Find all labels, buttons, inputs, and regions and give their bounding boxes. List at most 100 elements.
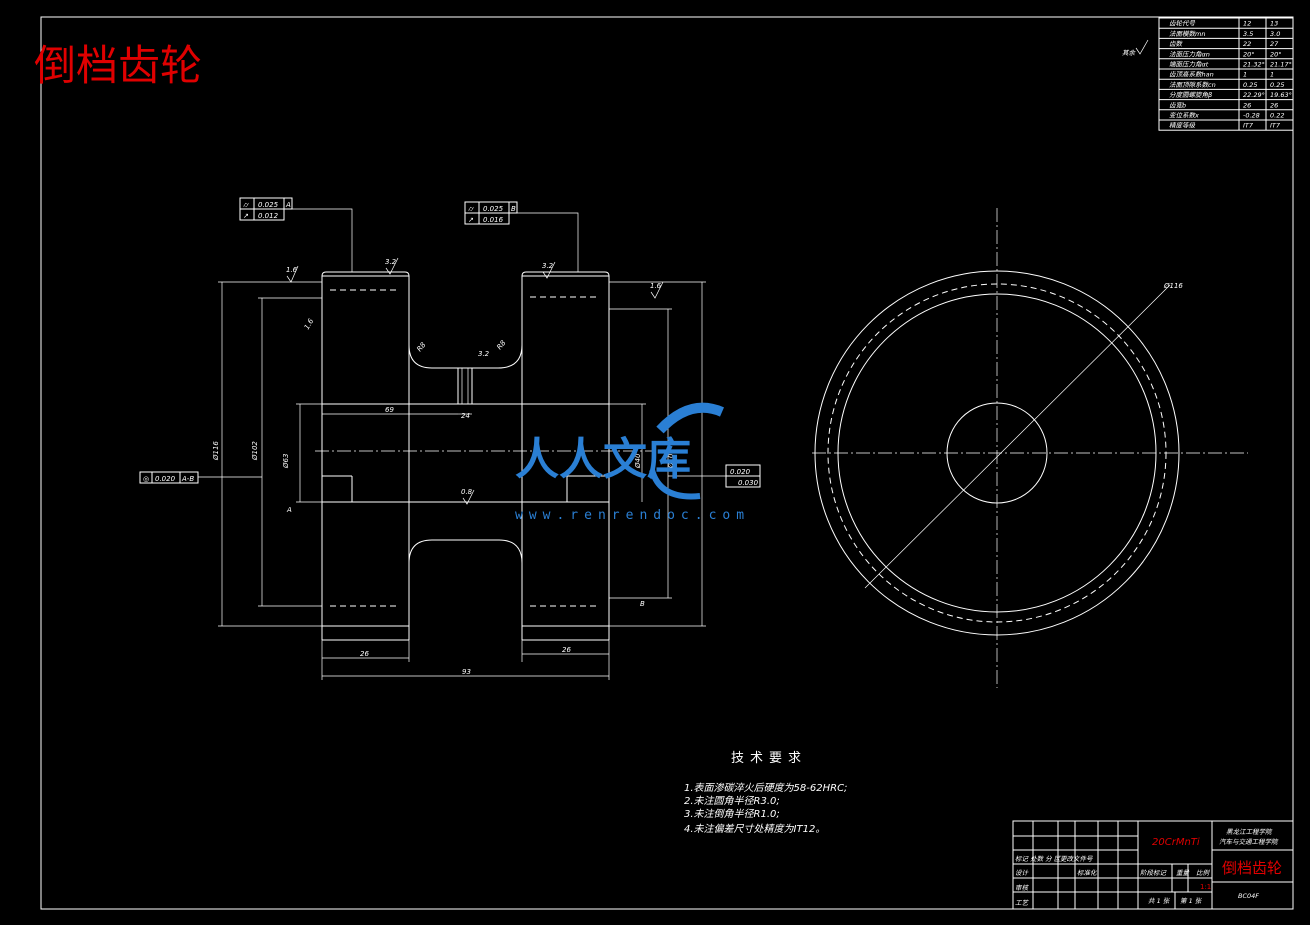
svg-text:阶段标记: 阶段标记: [1140, 869, 1168, 877]
svg-text:工艺: 工艺: [1015, 899, 1030, 907]
svg-text:93: 93: [462, 668, 471, 676]
front-view: Ø116: [812, 208, 1248, 688]
svg-text:0.030: 0.030: [738, 479, 759, 487]
roughness-other-symbol: 其余: [1122, 39, 1149, 57]
svg-text:0.012: 0.012: [258, 212, 279, 220]
gear-table-value-13: 13: [1270, 20, 1278, 28]
svg-text:0.8: 0.8: [461, 488, 473, 496]
drawing-border: [40, 16, 1294, 910]
svg-text:B: B: [511, 205, 516, 213]
svg-text:0.025: 0.025: [483, 205, 504, 213]
gear-table-label: 法面模数mn: [1169, 30, 1205, 38]
svg-text:3.2: 3.2: [385, 258, 397, 266]
svg-text:⌭: ⌭: [468, 205, 474, 213]
gear-table-value-12: 1: [1243, 71, 1247, 79]
tolerance-frame-left: 0.025 A 0.012 ⌭ ↗: [239, 197, 353, 272]
gear-table-label: 齿顶高系数han: [1169, 71, 1214, 79]
drawing-title: 倒档齿轮: [34, 41, 202, 90]
svg-text:标准化: 标准化: [1077, 869, 1098, 877]
svg-text:26: 26: [562, 646, 571, 654]
svg-text:比例: 比例: [1196, 869, 1211, 877]
svg-text:24: 24: [461, 412, 470, 420]
svg-text:倒档齿轮: 倒档齿轮: [1222, 859, 1282, 877]
gear-table-value-13: 0.22: [1270, 112, 1284, 120]
gear-table-label: 法面顶隙系数cn: [1169, 81, 1216, 89]
gear-table-value-13: 26: [1270, 101, 1278, 109]
technical-requirements: 技术要求 1.表面渗碳淬火后硬度为58-62HRC; 2.未注圆角半径R3.0;…: [684, 751, 847, 835]
svg-text:技术要求: 技术要求: [731, 751, 807, 766]
svg-text:↗: ↗: [468, 216, 474, 224]
gear-table-value-12: 21.32°: [1243, 61, 1265, 69]
svg-text:A-B: A-B: [181, 475, 194, 483]
gear-table-label: 齿宽b: [1169, 101, 1186, 109]
svg-text:标记 处数 分 区: 标记 处数 分 区: [1015, 855, 1062, 863]
svg-text:第 1 张: 第 1 张: [1180, 897, 1203, 905]
svg-text:◎: ◎: [143, 475, 149, 483]
svg-text:www.renrendoc.com: www.renrendoc.com: [515, 508, 750, 523]
svg-text:Ø100: Ø100: [667, 449, 675, 469]
svg-text:26: 26: [360, 650, 369, 658]
svg-text:更改文件号: 更改文件号: [1060, 855, 1093, 863]
gear-table-value-13: 3.0: [1270, 30, 1280, 38]
title-block: 20CrMnTi 黑龙江工程学院 汽车与交通工程学院 倒档齿轮 阶段标记 重量 …: [1012, 820, 1294, 910]
gear-table-label: 分度圆螺旋角β: [1169, 91, 1212, 99]
gear-table-value-13: 0.25: [1270, 81, 1284, 89]
svg-text:1:1: 1:1: [1200, 883, 1211, 891]
gear-table-label: 齿轮代号: [1169, 20, 1196, 28]
gear-table-value-12: -0.28: [1243, 112, 1260, 120]
svg-text:69: 69: [385, 406, 394, 414]
svg-text:汽车与交通工程学院: 汽车与交通工程学院: [1219, 838, 1279, 846]
svg-text:0.020: 0.020: [155, 475, 176, 483]
tolerance-frame-bore: 0.020 A-B ◎ A: [139, 471, 292, 514]
gear-table-value-13: 20°: [1270, 50, 1282, 58]
svg-text:1.表面渗碳淬火后硬度为58-62HRC;: 1.表面渗碳淬火后硬度为58-62HRC;: [684, 782, 847, 794]
svg-text:重量: 重量: [1176, 869, 1191, 877]
gear-table-border: [1158, 17, 1294, 131]
section-view: Ø116 Ø102 Ø63 Ø40 Ø100 69 24 26 26 93 1.…: [139, 197, 761, 680]
svg-text:R8: R8: [415, 341, 427, 354]
gear-table-value-13: IT7: [1270, 122, 1281, 130]
gear-table-label: 端面压力角αt: [1169, 61, 1209, 69]
svg-text:3.2: 3.2: [478, 350, 490, 358]
gear-table-value-13: 19.63°: [1270, 91, 1292, 99]
svg-text:1.6: 1.6: [303, 317, 316, 331]
watermark-logo: 人人文库 www.renrendoc.com: [515, 402, 750, 523]
gear-table-value-13: 21.17°: [1270, 61, 1292, 69]
svg-text:共 1 张: 共 1 张: [1148, 897, 1171, 905]
svg-text:BC04F: BC04F: [1238, 892, 1259, 900]
gear-table-value-12: 12: [1243, 20, 1251, 28]
svg-text:1.6: 1.6: [286, 266, 298, 274]
tolerance-frame-bore-right: 0.020 0.030 B: [640, 464, 761, 608]
gear-table-label: 法面压力角αn: [1169, 50, 1210, 58]
svg-text:Ø116: Ø116: [1163, 282, 1183, 290]
svg-text:4.未注偏差尺寸处精度为IT12。: 4.未注偏差尺寸处精度为IT12。: [684, 823, 825, 835]
svg-text:2.未注圆角半径R3.0;: 2.未注圆角半径R3.0;: [684, 795, 780, 807]
svg-text:1.6: 1.6: [650, 282, 662, 290]
svg-text:黑龙江工程学院: 黑龙江工程学院: [1226, 828, 1273, 836]
gear-table-value-13: 1: [1270, 71, 1274, 79]
gear-table-label: 精度等级: [1169, 122, 1196, 130]
svg-text:3.未注倒角半径R1.0;: 3.未注倒角半径R1.0;: [684, 808, 780, 820]
svg-text:0.016: 0.016: [483, 216, 504, 224]
gear-table-value-12: IT7: [1243, 122, 1254, 130]
gear-table-value-12: 0.25: [1243, 81, 1257, 89]
svg-text:Ø40: Ø40: [634, 453, 642, 469]
svg-text:A: A: [285, 201, 291, 209]
svg-text:其余: 其余: [1122, 49, 1137, 57]
svg-text:B: B: [640, 600, 645, 608]
tolerance-frame-right: 0.025 B 0.016 ⌭ ↗: [464, 201, 579, 272]
svg-text:Ø102: Ø102: [251, 441, 259, 461]
svg-text:人人文库: 人人文库: [515, 434, 691, 485]
gear-table-label: 齿数: [1169, 40, 1184, 48]
svg-text:⌭: ⌭: [243, 201, 249, 209]
svg-text:0.020: 0.020: [730, 468, 751, 476]
svg-text:3.2: 3.2: [542, 262, 554, 270]
gear-table-value-12: 20°: [1243, 50, 1255, 58]
gear-table-value-12: 22.29°: [1243, 91, 1265, 99]
gear-table-value-12: 22: [1243, 40, 1251, 48]
svg-text:Ø116: Ø116: [212, 441, 220, 461]
svg-text:审核: 审核: [1015, 884, 1030, 892]
gear-table-value-12: 26: [1243, 101, 1251, 109]
